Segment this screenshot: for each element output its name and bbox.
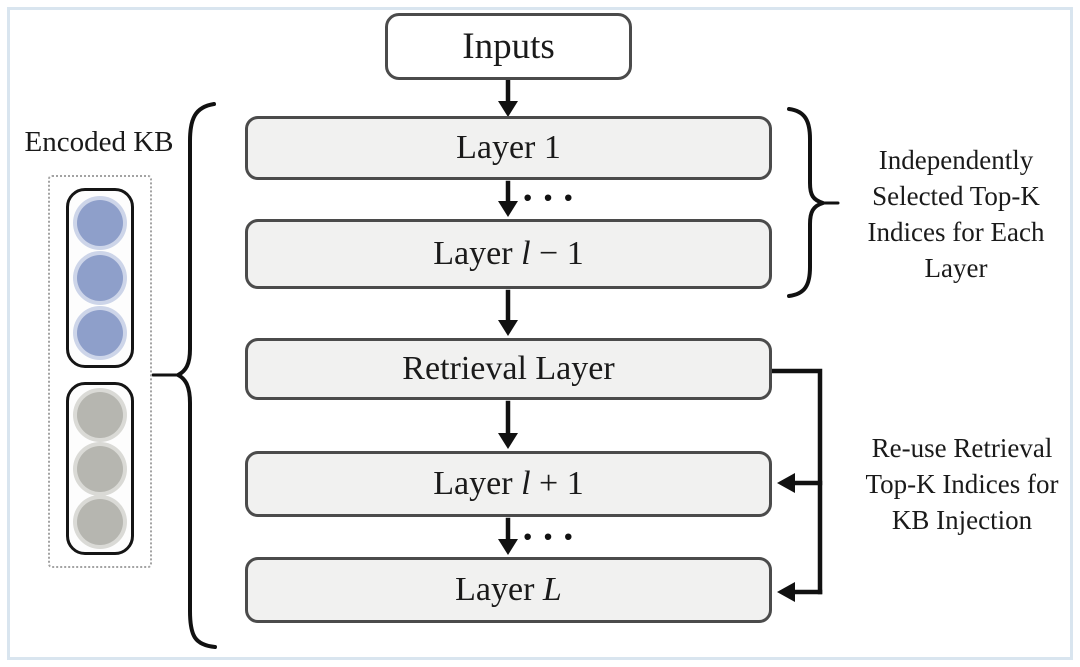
kb-blue-entry-circle	[77, 200, 123, 246]
layer-1-label: Layer	[456, 129, 544, 166]
inputs-label: Inputs	[462, 26, 555, 67]
layer-l-minus-1-label: Layer	[433, 235, 522, 272]
skipped-layers-ellipsis-bottom: ···	[521, 514, 583, 559]
layer-l-plus-1-label: Layer	[433, 465, 522, 502]
layer-l-plus-1-index: + 1	[530, 465, 584, 502]
layer-l-plus-1-box: Layer l + 1	[245, 451, 772, 517]
kb-gray-entry-circle	[77, 498, 123, 545]
skipped-layers-ellipsis-top: ···	[521, 175, 583, 220]
layer-l-minus-1-index: − 1	[530, 235, 584, 272]
kb-blue-entry-circle	[77, 310, 123, 356]
layer-1-index: 1	[543, 129, 561, 166]
frame-border	[7, 7, 1073, 660]
annotation-independent-topk: Independently Selected Top-K Indices for…	[867, 145, 1045, 283]
kb-blue-entry-group	[66, 188, 134, 368]
annotation-reuse-topk: Re-use Retrieval Top-K Indices for KB In…	[865, 433, 1059, 535]
layer-l-minus-1-box: Layer l − 1	[245, 219, 772, 289]
encoded-kb-dotted-box	[48, 175, 152, 568]
layer-l-minus-1-var: l	[521, 235, 531, 272]
kb-gray-entry-circle	[77, 392, 123, 439]
kb-gray-entry-group	[66, 382, 134, 555]
layer-L-var: L	[542, 571, 562, 608]
layer-L-box: Layer L	[245, 557, 772, 623]
encoded-kb-label: Encoded KB	[24, 126, 174, 158]
inputs-box: Inputs	[385, 13, 632, 80]
layer-1-box: Layer 1	[245, 116, 772, 180]
retrieval-layer-label: Retrieval Layer	[402, 350, 615, 387]
layer-L-label: Layer	[455, 571, 543, 608]
kb-gray-entry-circle	[77, 445, 123, 492]
retrieval-layer-box: Retrieval Layer	[245, 338, 772, 400]
kb-blue-entry-circle	[77, 255, 123, 301]
layer-l-plus-1-var: l	[521, 465, 531, 502]
